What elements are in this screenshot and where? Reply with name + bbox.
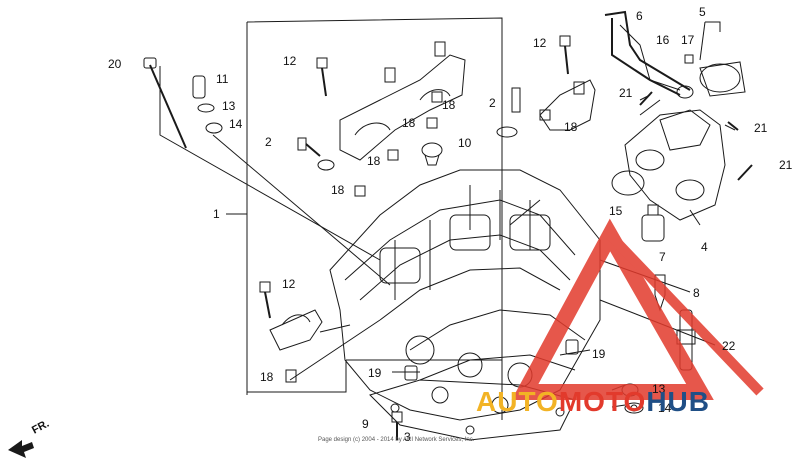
callout-2: 2 xyxy=(489,96,496,110)
callout-18: 18 xyxy=(367,154,381,168)
front-arrow-icon xyxy=(8,440,34,458)
callout-22: 22 xyxy=(722,339,736,353)
callout-14: 14 xyxy=(658,401,672,415)
callout-5: 5 xyxy=(699,5,706,19)
watermark-part-moto: MOTO xyxy=(558,386,647,417)
callout-1: 1 xyxy=(213,207,220,221)
callout-16: 16 xyxy=(656,33,670,47)
callout-8: 8 xyxy=(693,286,700,300)
callout-19: 19 xyxy=(368,366,382,380)
callout-12: 12 xyxy=(282,277,296,291)
callout-18: 18 xyxy=(442,98,456,112)
callout-18: 18 xyxy=(331,183,345,197)
copyright-text: Page design (c) 2004 - 2014 by ARI Netwo… xyxy=(318,437,475,443)
watermark-logo-icon xyxy=(511,218,764,400)
callout-6: 6 xyxy=(636,9,643,23)
callout-18: 18 xyxy=(564,120,578,134)
callout-9: 9 xyxy=(362,417,369,431)
callout-18: 18 xyxy=(402,116,416,130)
callout-19: 19 xyxy=(592,347,606,361)
callout-13: 13 xyxy=(222,99,236,113)
watermark-part-hub: HUB xyxy=(646,386,710,417)
callout-20: 20 xyxy=(108,57,122,71)
callout-18: 18 xyxy=(260,370,274,384)
watermark-text: AUTOMOTOHUB xyxy=(476,386,710,418)
callout-12: 12 xyxy=(283,54,297,68)
callout-4: 4 xyxy=(701,240,708,254)
callout-17: 17 xyxy=(681,33,695,47)
callout-15: 15 xyxy=(609,204,623,218)
watermark-part-auto: AUTO xyxy=(476,386,559,417)
callout-13: 13 xyxy=(652,382,666,396)
callout-11: 11 xyxy=(216,72,229,86)
callout-10: 10 xyxy=(458,136,472,150)
callout-7: 7 xyxy=(659,250,666,264)
callout-21: 21 xyxy=(619,86,633,100)
callout-21: 21 xyxy=(754,121,768,135)
callout-2: 2 xyxy=(265,135,272,149)
callout-3: 3 xyxy=(404,430,411,444)
callout-14: 14 xyxy=(229,117,243,131)
assembly-bracket xyxy=(246,17,503,420)
callout-21: 21 xyxy=(779,158,793,172)
callout-12: 12 xyxy=(533,36,547,50)
